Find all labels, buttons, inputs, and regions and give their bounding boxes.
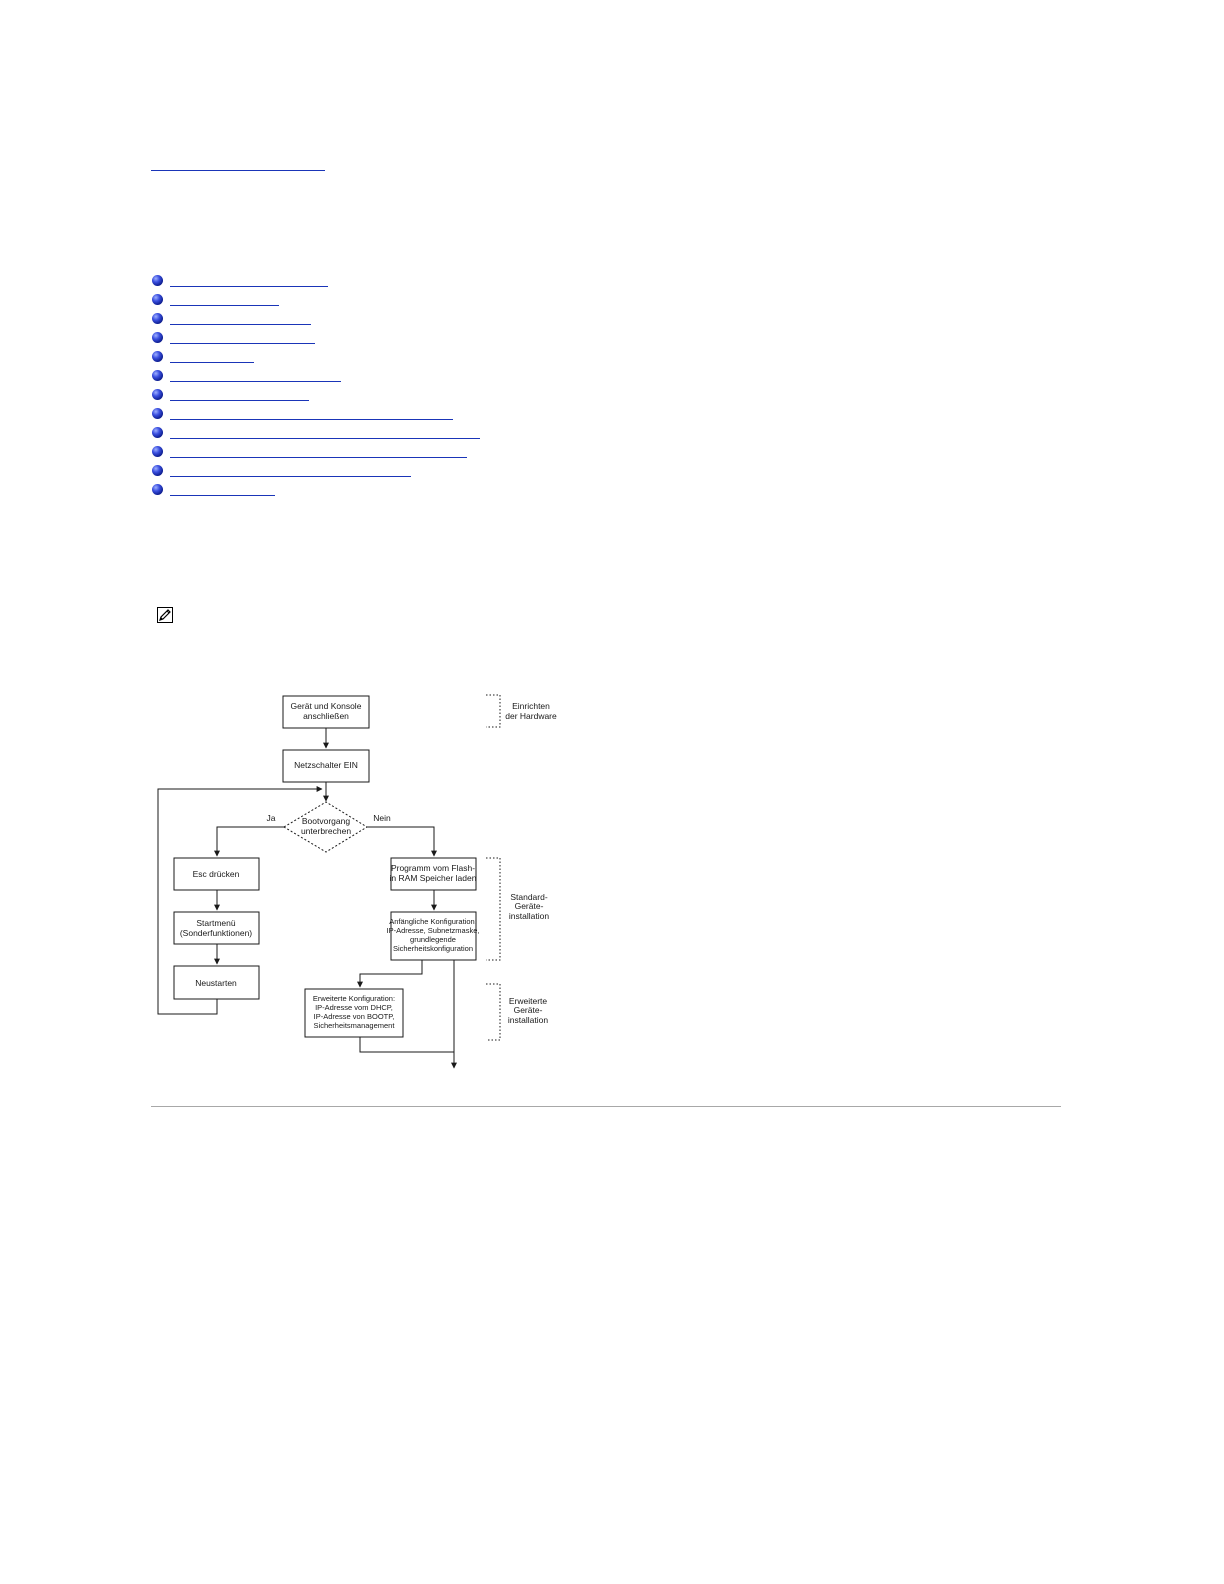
load-program-label: in RAM Speicher laden xyxy=(390,873,477,883)
interrupt-boot-label: unterbrechen xyxy=(301,826,351,836)
initial-config-label: Sicherheitskonfiguration xyxy=(393,944,473,953)
hardware-setup-label: Einrichten xyxy=(512,701,550,711)
start-menu-label: Startmenü xyxy=(196,918,235,928)
advanced-config-label: Sicherheitsmanagement xyxy=(314,1021,396,1030)
boot-flowchart: Gerät und Konsole anschließen Netzschalt… xyxy=(157,694,557,1069)
bullet-icon xyxy=(152,389,163,400)
bullet-icon xyxy=(152,465,163,476)
toc-link[interactable] xyxy=(170,425,480,439)
toc-link[interactable] xyxy=(170,387,309,401)
bullet-icon xyxy=(152,332,163,343)
bullet-icon xyxy=(152,484,163,495)
toc-link[interactable] xyxy=(170,273,328,287)
advanced-config-label: IP-Adresse von BOOTP, xyxy=(314,1012,395,1021)
toc-link[interactable] xyxy=(170,406,453,420)
extended-install-label: Geräte- xyxy=(514,1005,543,1015)
advanced-config-label: IP-Adresse vom DHCP, xyxy=(315,1003,393,1012)
restart-label: Neustarten xyxy=(195,978,237,988)
press-esc-label: Esc drücken xyxy=(193,869,240,879)
initial-config-label: grundlegende xyxy=(410,935,456,944)
bullet-icon xyxy=(152,427,163,438)
pencil-note-icon xyxy=(157,607,173,623)
yes-label: Ja xyxy=(267,813,276,823)
power-on-label: Netzschalter EIN xyxy=(294,760,358,770)
start-menu-label: (Sonderfunktionen) xyxy=(180,928,252,938)
extended-install-label: Erweiterte xyxy=(509,996,548,1006)
standard-install-label: installation xyxy=(509,911,549,921)
bullet-icon xyxy=(152,313,163,324)
bullet-icon xyxy=(152,351,163,362)
standard-install-label: Standard- xyxy=(510,892,547,902)
toc-link[interactable] xyxy=(170,482,275,496)
standard-install-label: Geräte- xyxy=(515,901,544,911)
toc-link[interactable] xyxy=(170,330,315,344)
initial-config-label: Anfängliche Konfiguration: xyxy=(389,917,477,926)
connect-device-label: Gerät und Konsole xyxy=(291,701,362,711)
toc-link[interactable] xyxy=(170,463,411,477)
bullet-icon xyxy=(152,408,163,419)
bullet-icon xyxy=(152,370,163,381)
bullet-icon xyxy=(152,446,163,457)
initial-config-label: IP-Adresse, Subnetzmaske, xyxy=(387,926,480,935)
bullet-icon xyxy=(152,275,163,286)
toc-link[interactable] xyxy=(170,311,311,325)
toc-link[interactable] xyxy=(170,368,341,382)
hardware-setup-label: der Hardware xyxy=(505,711,557,721)
toc-link[interactable] xyxy=(170,292,279,306)
toc-link[interactable] xyxy=(170,349,254,363)
back-link[interactable] xyxy=(151,158,325,171)
load-program-label: Programm vom Flash- xyxy=(391,863,475,873)
advanced-config-label: Erweiterte Konfiguration: xyxy=(313,994,395,1003)
no-label: Nein xyxy=(373,813,391,823)
horizontal-rule xyxy=(151,1106,1061,1107)
interrupt-boot-label: Bootvorgang xyxy=(302,816,350,826)
toc-link[interactable] xyxy=(170,444,467,458)
extended-install-label: installation xyxy=(508,1015,548,1025)
bullet-icon xyxy=(152,294,163,305)
connect-device-label: anschließen xyxy=(303,711,349,721)
